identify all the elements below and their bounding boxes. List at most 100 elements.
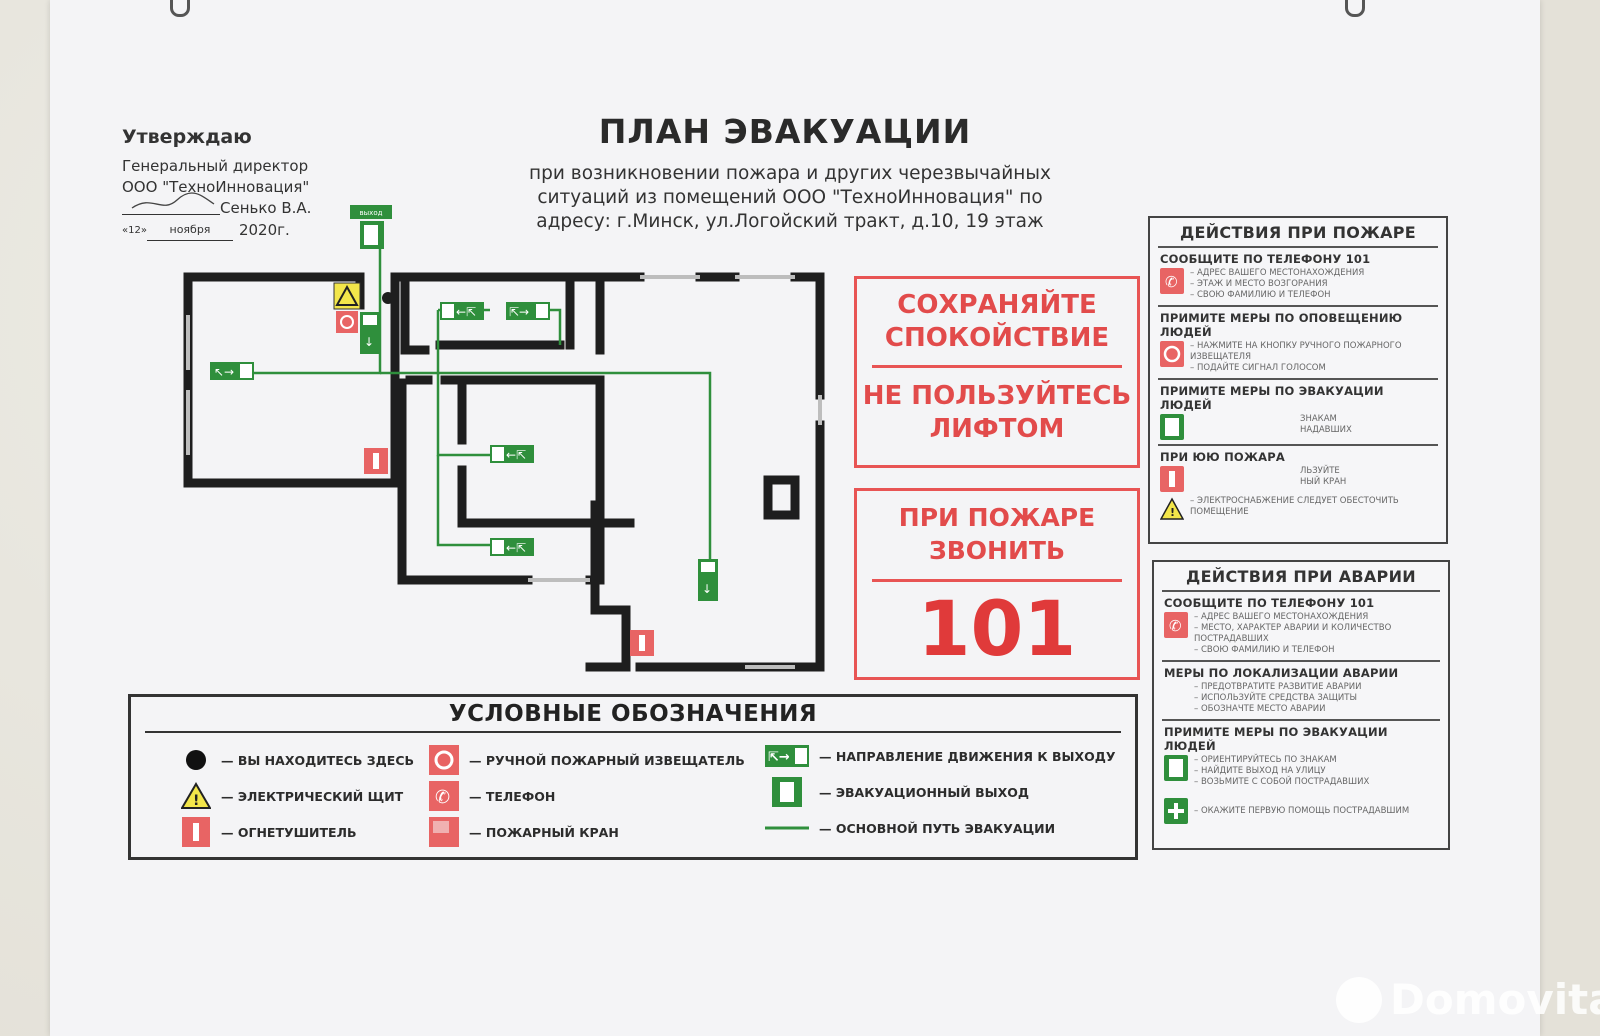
- section-title: ПРИМИТЕ МЕРЫ ПО ОПОВЕЩЕНИЮ ЛЮДЕЙ: [1160, 311, 1403, 339]
- notice-divider: [872, 579, 1122, 582]
- legend-item: — ПОЖАРНЫЙ КРАН: [429, 817, 619, 847]
- accident-first-aid-row: – ОКАЖИТЕ ПЕРВУЮ ПОМОЩЬ ПОСТРАДАВШИМ: [1164, 798, 1438, 824]
- divider: [1158, 305, 1438, 307]
- approval-heading: Утверждаю: [122, 126, 252, 148]
- legend-label: — ПОЖАРНЫЙ КРАН: [469, 824, 619, 840]
- route-line-icon: [765, 813, 809, 843]
- wall: [790, 272, 825, 400]
- alarm-button-icon: [1160, 341, 1184, 367]
- divider: [1158, 378, 1438, 380]
- watermark-text: Domovita: [1390, 975, 1600, 1024]
- svg-text:!: !: [193, 793, 199, 809]
- extinguisher-marker: [364, 448, 388, 474]
- electric-warning-icon: !: [1159, 496, 1185, 522]
- notice-fire-line: ПРИ ПОЖАРЕ: [898, 503, 1096, 532]
- plan-subtitle: при возникновении пожара и других черезв…: [500, 162, 1080, 234]
- fire-emergency-number: 101: [917, 584, 1077, 673]
- watermark-logo-icon: [1336, 976, 1382, 1023]
- legend-label: — ЭВАКУАЦИОННЫЙ ВЫХОД: [819, 784, 1030, 800]
- divider: [1158, 444, 1438, 446]
- legend-label: — ОСНОВНОЙ ПУТЬ ЭВАКУАЦИИ: [819, 820, 1056, 836]
- divider: [1162, 590, 1440, 592]
- you-are-here-marker: [382, 292, 394, 304]
- svg-text:↖→: ↖→: [214, 365, 234, 379]
- legend-label: — НАПРАВЛЕНИЕ ДВИЖЕНИЯ К ВЫХОДУ: [819, 748, 1116, 764]
- wall: [635, 420, 825, 672]
- approval-company: ООО "ТехноИнновация": [122, 178, 310, 196]
- notice-calm-no-lift: СОХРАНЯЙТЕ СПОКОЙСТВИЕ НЕ ПОЛЬЗУЙТЕСЬ ЛИ…: [854, 276, 1140, 468]
- section-text: – ПРЕДОТВРАТИТЕ РАЗВИТИЕ АВАРИИ– ИСПОЛЬЗ…: [1194, 682, 1362, 714]
- svg-text:←⇱: ←⇱: [506, 541, 526, 555]
- phone-icon: ✆: [1160, 268, 1184, 294]
- phone-icon: ✆: [1164, 612, 1188, 638]
- legend-label: — ОГНЕТУШИТЕЛЬ: [221, 824, 357, 840]
- extinguisher-icon: [181, 817, 211, 847]
- svg-text:↓: ↓: [702, 582, 712, 596]
- notice-divider: [872, 365, 1122, 368]
- accident-localize-row: – ПРЕДОТВРАТИТЕ РАЗВИТИЕ АВАРИИ– ИСПОЛЬЗ…: [1164, 682, 1438, 715]
- binder-ring-left: [170, 0, 190, 17]
- svg-text:✆: ✆: [435, 787, 450, 808]
- legend-label: — РУЧНОЙ ПОЖАРНЫЙ ИЗВЕЩАТЕЛЬ: [469, 752, 745, 768]
- first-aid-icon: [1164, 798, 1188, 824]
- notice-lift-line: ЛИФТОМ: [929, 414, 1065, 444]
- legend-divider: [145, 731, 1121, 733]
- section-text: – АДРЕС ВАШЕГО МЕСТОНАХОЖДЕНИЯ– ЭТАЖ И М…: [1190, 268, 1365, 300]
- phone-icon: ✆: [429, 781, 459, 811]
- approval-date: «12» ноября 2020г.: [122, 219, 311, 241]
- you-are-here-icon: [181, 745, 211, 775]
- legend-item: — ОСНОВНОЙ ПУТЬ ЭВАКУАЦИИ: [765, 813, 1055, 843]
- svg-text:←⇱: ←⇱: [456, 305, 476, 319]
- legend-item: ⇱→ — НАПРАВЛЕНИЕ ДВИЖЕНИЯ К ВЫХОДУ: [765, 741, 1116, 771]
- electric-panel-marker: [333, 282, 361, 310]
- exit-direction-icon: ⇱→: [765, 741, 809, 771]
- fire-actions-heading: ДЕЙСТВИЯ ПРИ ПОЖАРЕ: [1179, 223, 1417, 242]
- approval-date-year: 2020г.: [238, 221, 290, 239]
- approval-signature-line: Сенько В.А.: [122, 192, 311, 219]
- svg-text:⇱→: ⇱→: [768, 750, 790, 765]
- svg-text:←⇱: ←⇱: [506, 448, 526, 462]
- legend-item: — ВЫ НАХОДИТЕСЬ ЗДЕСЬ: [181, 745, 414, 775]
- approval-date-month: ноября: [146, 219, 233, 241]
- accident-evacuation-row: – ОРИЕНТИРУЙТЕСЬ ПО ЗНАКАМ– НАЙДИТЕ ВЫХО…: [1164, 755, 1438, 788]
- evacuation-exit-icon: [765, 777, 809, 807]
- svg-text:!: !: [1170, 506, 1175, 519]
- accident-actions-heading: ДЕЙСТВИЯ ПРИ АВАРИИ: [1186, 567, 1416, 586]
- notice-calm-line: СПОКОЙСТВИЕ: [884, 323, 1110, 353]
- notice-fire-line: ЗВОНИТЬ: [928, 536, 1066, 565]
- section-text: – ОКАЖИТЕ ПЕРВУЮ ПОМОЩЬ ПОСТРАДАВШИМ: [1194, 805, 1410, 816]
- exit-direction-signs: ↖→ ←⇱ ⇱→ ←⇱ ←⇱ ↓ ↓: [210, 302, 718, 601]
- manual-alarm-marker: [336, 311, 358, 333]
- section-title: СООБЩИТЕ ПО ТЕЛЕФОНУ 101: [1164, 596, 1375, 610]
- legend-item: ! — ЭЛЕКТРИЧЕСКИЙ ЩИТ: [181, 781, 403, 811]
- section-text: – ОРИЕНТИРУЙТЕСЬ ПО ЗНАКАМ– НАЙДИТЕ ВЫХО…: [1194, 755, 1370, 787]
- section-title: ПРИ ЮЮ ПОЖАРА: [1160, 450, 1285, 464]
- subtitle-line: адресу: г.Минск, ул.Логойский тракт, д.1…: [536, 211, 1044, 232]
- notice-fire-call: ПРИ ПОЖАРЕ ЗВОНИТЬ 101: [854, 488, 1140, 680]
- legend-label: — ЭЛЕКТРИЧЕСКИЙ ЩИТ: [221, 788, 404, 804]
- legend-item: — ЭВАКУАЦИОННЫЙ ВЫХОД: [765, 777, 1029, 807]
- legend-item: — ОГНЕТУШИТЕЛЬ: [181, 817, 357, 847]
- svg-text:⇱→: ⇱→: [509, 305, 529, 319]
- divider: [1162, 719, 1440, 721]
- exit-runner-icon: [1164, 755, 1188, 781]
- notice-calm-line: СОХРАНЯЙТЕ: [897, 290, 1097, 320]
- notice-lift-line: НЕ ПОЛЬЗУЙТЕСЬ: [862, 381, 1132, 411]
- svg-text:✆: ✆: [1169, 617, 1182, 635]
- section-title: СООБЩИТЕ ПО ТЕЛЕФОНУ 101: [1160, 252, 1371, 266]
- electric-panel-icon: !: [181, 781, 211, 811]
- signature-mark: [122, 192, 220, 215]
- accident-actions-panel: ДЕЙСТВИЯ ПРИ АВАРИИ СООБЩИТЕ ПО ТЕЛЕФОНУ…: [1152, 560, 1450, 850]
- section-title: ПРИМИТЕ МЕРЫ ПО ЭВАКУАЦИИ ЛЮДЕЙ: [1160, 384, 1384, 412]
- subtitle-line: ситуаций из помещений ООО "ТехноИнноваци…: [537, 187, 1043, 208]
- legend-label: — ВЫ НАХОДИТЕСЬ ЗДЕСЬ: [221, 752, 415, 768]
- legend-heading: УСЛОВНЫЕ ОБОЗНАЧЕНИЯ: [448, 701, 818, 727]
- main-exit-sign: выход: [350, 205, 392, 249]
- svg-text:↓: ↓: [364, 335, 374, 349]
- legend: УСЛОВНЫЕ ОБОЗНАЧЕНИЯ — ВЫ НАХОДИТЕСЬ ЗДЕ…: [128, 694, 1138, 860]
